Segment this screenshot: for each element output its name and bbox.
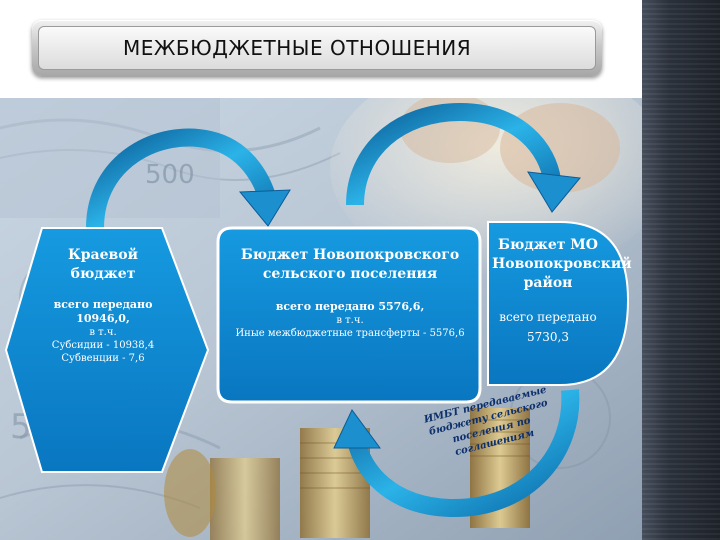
regional-budget-node <box>4 227 210 473</box>
regional-budget-text: Краевой бюджет всего передано 10946,0, в… <box>38 246 168 365</box>
district-budget-text: Бюджет МО Новопокровский район всего пер… <box>492 236 632 347</box>
regional-budget-subsidies: Субсидии - 10938,4 <box>51 340 155 351</box>
regional-budget-subventions: Субвенции - 7,6 <box>61 353 145 364</box>
right-decorative-strip <box>642 0 720 540</box>
arrow-district-to-settlement <box>333 389 580 518</box>
district-budget-title: Бюджет МО Новопокровский район <box>492 237 632 291</box>
regional-budget-title: Краевой бюджет <box>68 247 138 282</box>
regional-budget-summary: всего передано 10946,0, <box>53 298 153 325</box>
settlement-budget-incl: в т.ч. <box>336 315 364 326</box>
district-budget-summary: всего передано 5730,3 <box>499 310 597 344</box>
arrow-regional-to-settlement <box>86 128 291 229</box>
svg-text:500: 500 <box>145 160 195 190</box>
settlement-budget-summary: всего передано 5576,6, <box>275 300 425 313</box>
settlement-budget-node <box>216 226 482 404</box>
title-bar: МЕЖБЮДЖЕТНЫЕ ОТНОШЕНИЯ <box>32 20 602 76</box>
page-title: МЕЖБЮДЖЕТНЫЕ ОТНОШЕНИЯ <box>38 26 596 70</box>
district-budget-node <box>487 221 630 386</box>
settlement-budget-text: Бюджет Новопокровского сельского поселен… <box>234 246 466 340</box>
regional-budget-incl: в т.ч. <box>89 327 117 338</box>
settlement-budget-transfers: Иные межбюджетные трансферты - 5576,6 <box>235 328 465 339</box>
arrow-settlement-to-district <box>346 102 581 213</box>
settlement-budget-title: Бюджет Новопокровского сельского поселен… <box>240 247 460 282</box>
